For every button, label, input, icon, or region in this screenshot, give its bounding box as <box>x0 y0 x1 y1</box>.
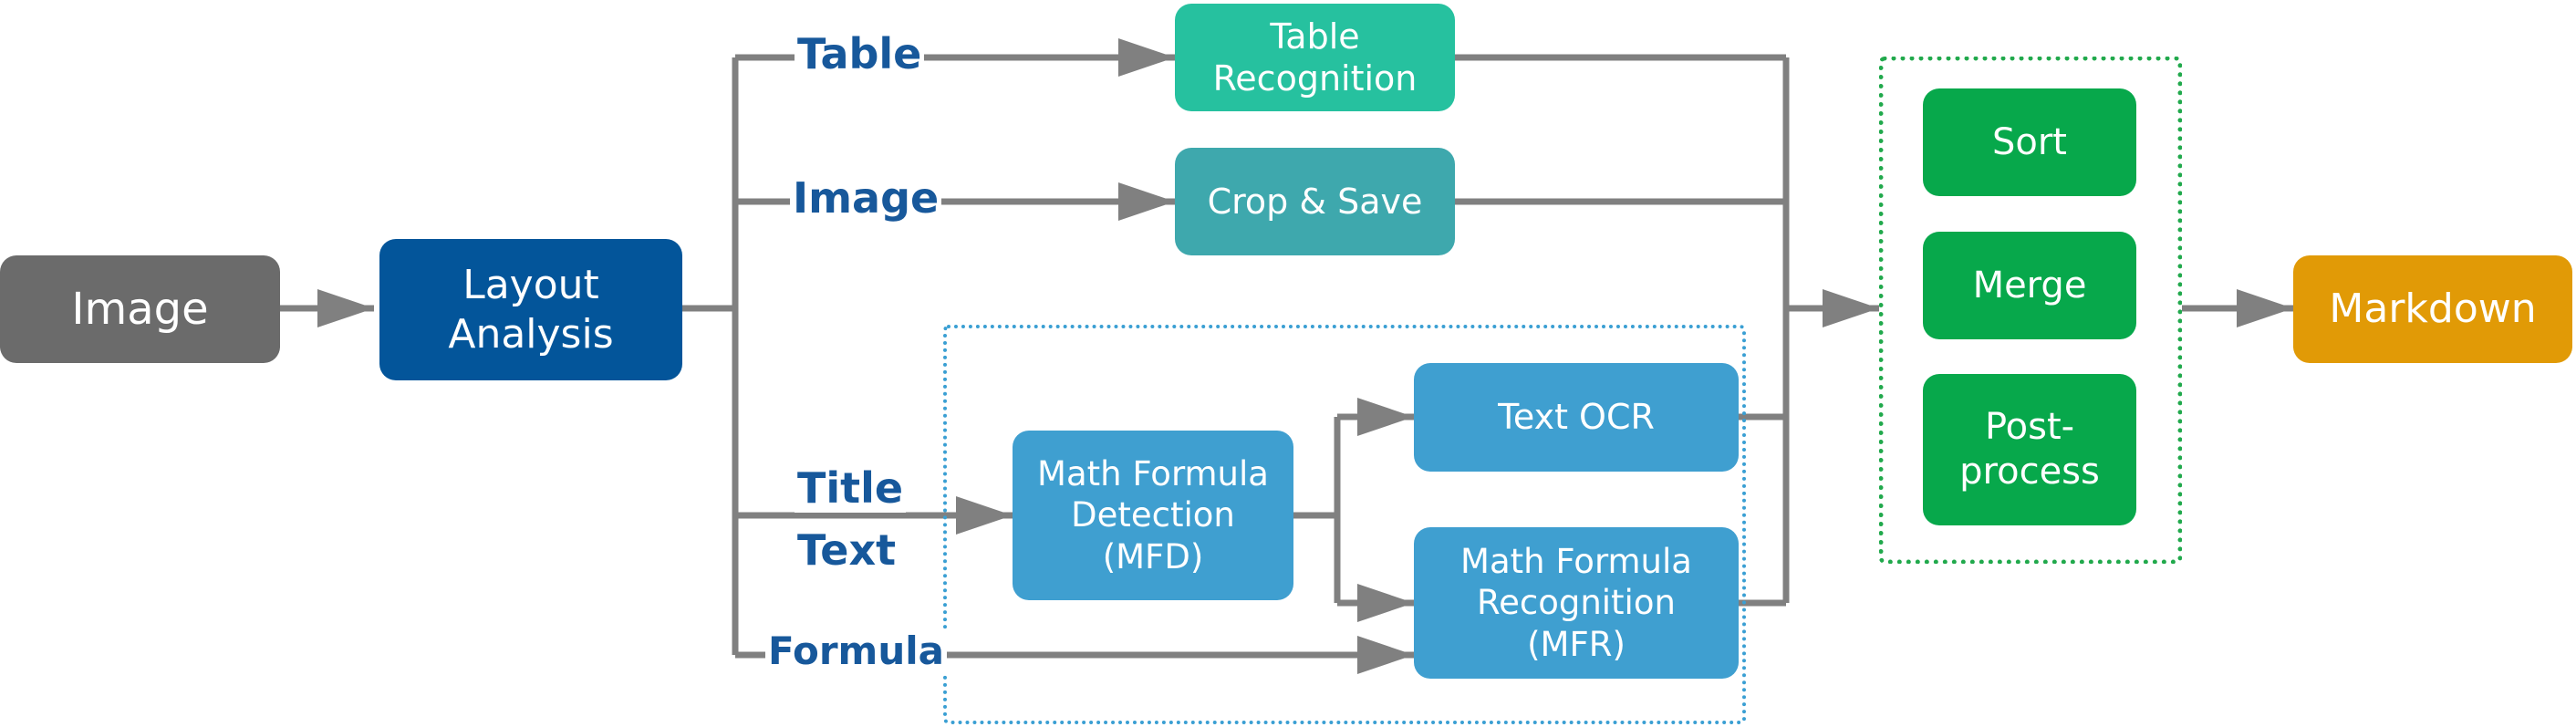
layout-analysis-node: Layout Analysis <box>379 239 682 380</box>
crop-and-save-node: Crop & Save <box>1175 148 1455 255</box>
merge-node: Merge <box>1923 232 2136 339</box>
text-ocr-node: Text OCR <box>1414 363 1739 472</box>
branch-label-title: Title <box>795 463 907 513</box>
markdown-output-node: Markdown <box>2293 255 2572 363</box>
post-process-node: Post- process <box>1923 374 2136 525</box>
math-formula-recognition-node: Math Formula Recognition (MFR) <box>1414 527 1739 679</box>
math-formula-detection-node: Math Formula Detection (MFD) <box>1013 431 1293 600</box>
branch-label-image: Image <box>790 173 942 223</box>
branch-label-text: Text <box>795 525 899 575</box>
sort-node: Sort <box>1923 88 2136 196</box>
image-input-node: Image <box>0 255 280 363</box>
table-recognition-node: Table Recognition <box>1175 4 1455 111</box>
output-group <box>1879 57 2182 564</box>
branch-label-table: Table <box>795 29 925 78</box>
text-pipeline-group <box>943 325 1746 724</box>
branch-label-formula: Formula <box>765 628 947 673</box>
